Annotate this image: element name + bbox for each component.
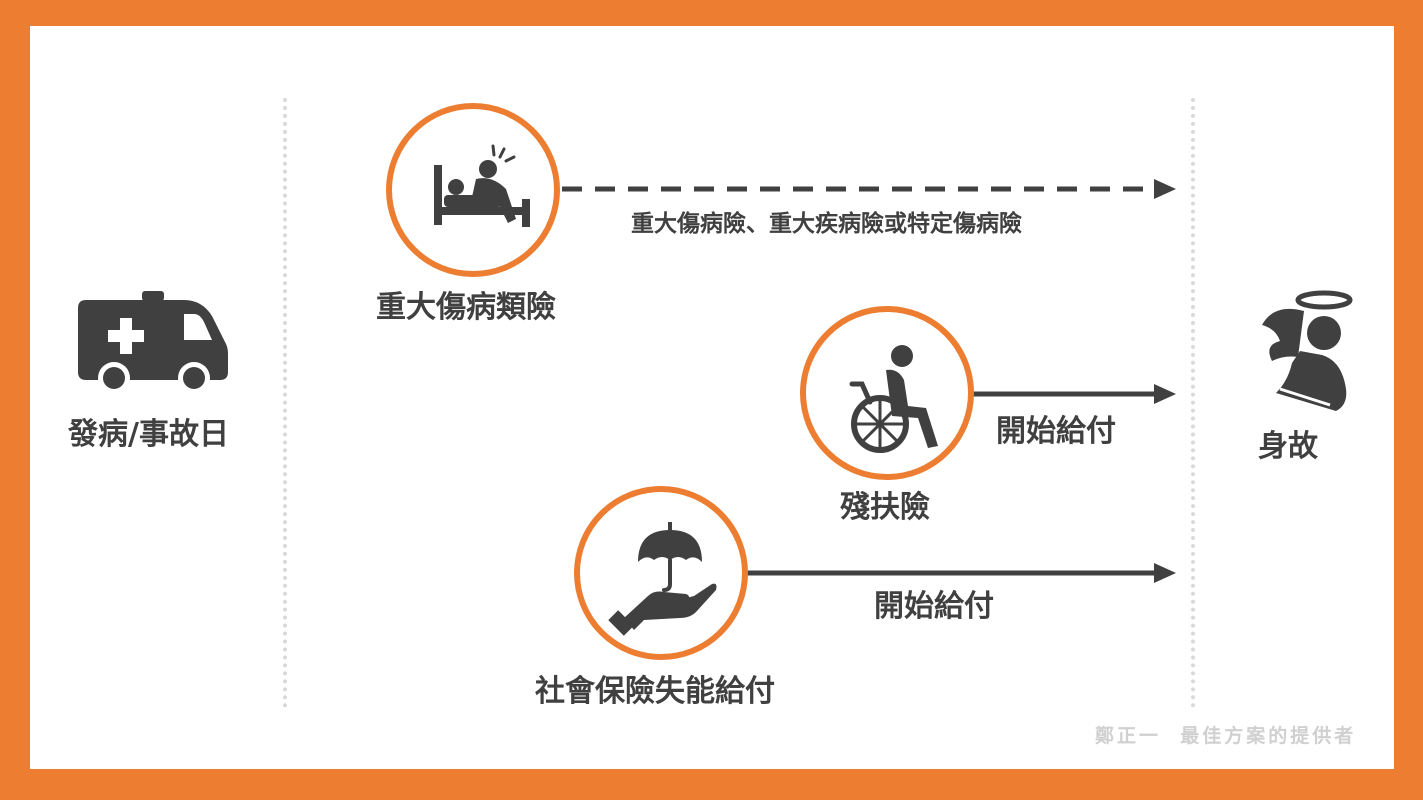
ambulance-icon <box>78 291 228 394</box>
arrow-disability <box>972 384 1176 404</box>
angel-icon <box>1262 290 1353 411</box>
start-boundary-line <box>283 98 287 708</box>
wheelchair-icon <box>849 345 938 453</box>
critical-illness-title: 重大傷病類險 <box>376 290 556 325</box>
start-label: 發病/事故日 <box>68 417 229 452</box>
diagram-canvas: 發病/事故日 身故 重大傷病類險 重大傷病險、重大疾病險或特定傷病險 <box>30 26 1394 769</box>
bedridden-patient-icon <box>434 144 530 227</box>
social-insurance-circle <box>574 486 748 660</box>
critical-illness-circle <box>386 103 560 277</box>
social-insurance-arrow-label: 開始給付 <box>874 589 994 624</box>
disability-circle <box>800 306 974 480</box>
end-boundary-line <box>1191 98 1195 708</box>
hand-umbrella-icon <box>608 522 717 636</box>
social-insurance-title: 社會保險失能給付 <box>535 674 775 709</box>
arrow-social-insurance <box>746 563 1176 583</box>
arrow-layer <box>562 179 1176 583</box>
arrow-critical-illness <box>562 179 1176 199</box>
footer-credit: 鄭正一 最佳方案的提供者 <box>1095 725 1357 747</box>
critical-illness-arrow-label: 重大傷病險、重大疾病險或特定傷病險 <box>631 211 1022 237</box>
disability-arrow-label: 開始給付 <box>996 414 1116 449</box>
end-label: 身故 <box>1258 429 1318 464</box>
disability-title: 殘扶險 <box>840 490 930 525</box>
